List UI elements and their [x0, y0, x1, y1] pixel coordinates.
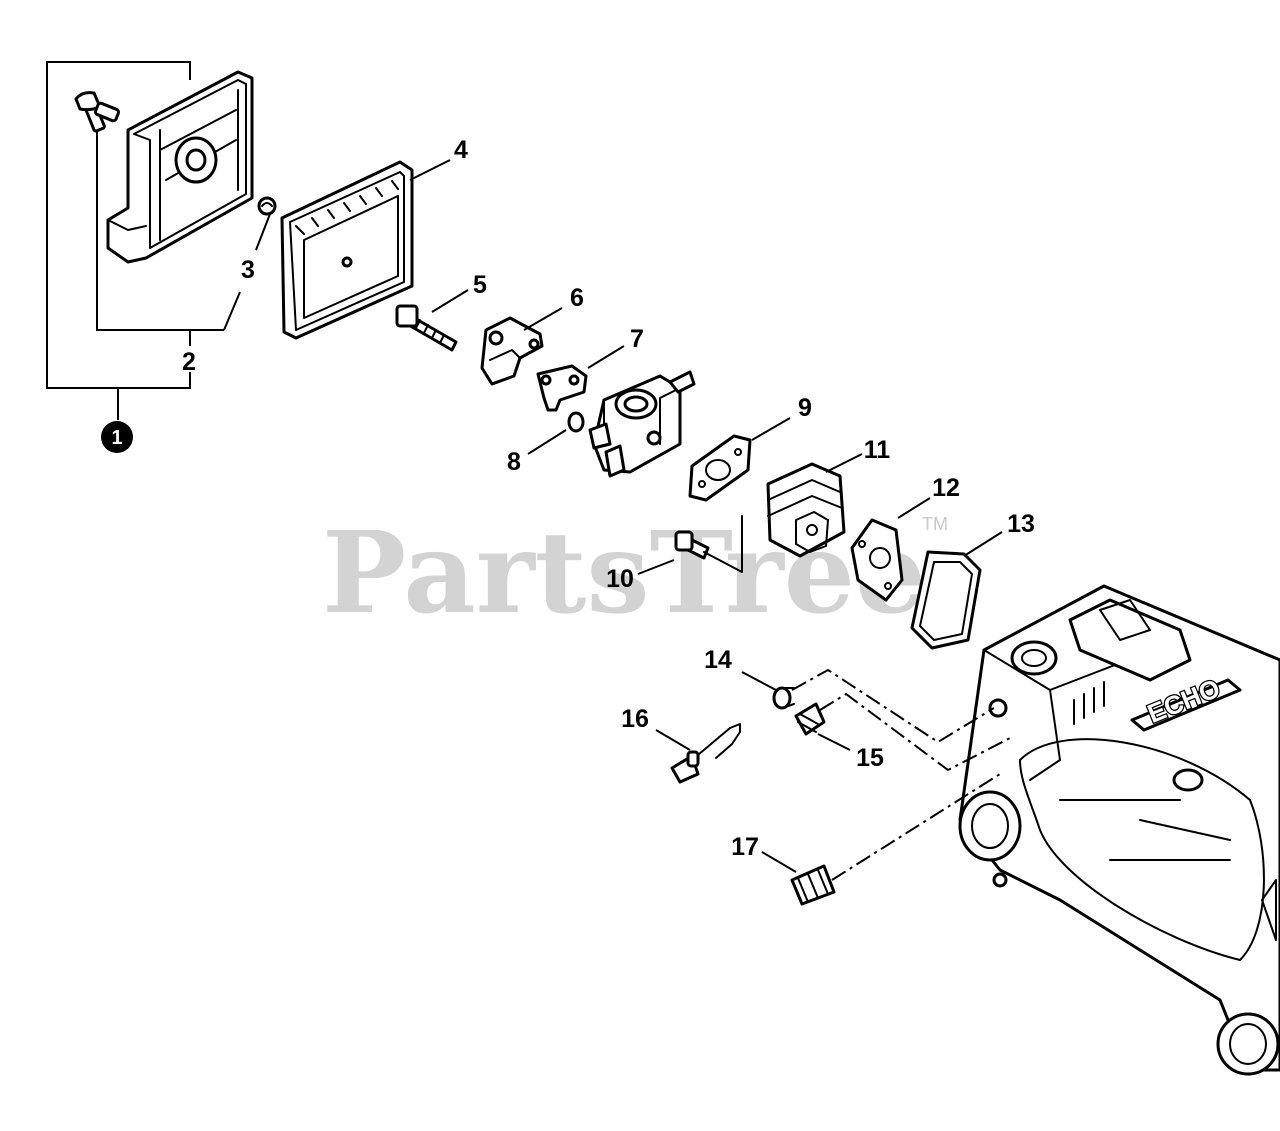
callout-17[interactable]: 17 [731, 833, 759, 861]
callout-10[interactable]: 10 [606, 565, 634, 593]
bracket[interactable] [480, 316, 544, 386]
callout-12[interactable]: 12 [932, 474, 960, 502]
callouts: 1 2 3 4 5 6 7 8 9 10 11 12 13 14 15 16 1… [101, 136, 1035, 861]
primer[interactable] [670, 723, 741, 784]
insulator[interactable] [766, 462, 846, 558]
leader-10-bracket [703, 515, 743, 573]
callout-15[interactable]: 15 [856, 744, 884, 772]
plug-15[interactable] [794, 702, 826, 736]
screw-10[interactable] [674, 530, 710, 560]
clip[interactable] [257, 196, 277, 216]
seal[interactable] [910, 550, 982, 650]
callout-8[interactable]: 8 [507, 448, 521, 476]
callout-13[interactable]: 13 [1007, 510, 1035, 538]
o-ring[interactable] [567, 411, 585, 433]
callout-14[interactable]: 14 [704, 646, 732, 674]
callout-16[interactable]: 16 [621, 705, 649, 733]
air-filter[interactable] [280, 160, 414, 340]
callout-6[interactable]: 6 [570, 284, 584, 312]
assembly-badge[interactable] [101, 421, 133, 453]
leader-lines [223, 159, 1003, 873]
crankcase[interactable]: ECHO [958, 584, 1280, 1076]
assembly-badge-label: 1 [111, 427, 122, 449]
carburetor[interactable] [588, 370, 696, 478]
plate[interactable] [536, 364, 588, 412]
callout-7[interactable]: 7 [630, 325, 644, 353]
callout-2[interactable]: 2 [182, 348, 196, 376]
cover-screw[interactable] [74, 91, 121, 133]
callout-11[interactable]: 11 [864, 436, 891, 464]
callout-9[interactable]: 9 [798, 394, 812, 422]
air-filter-cover[interactable] [106, 70, 254, 264]
plug-17[interactable] [790, 864, 836, 906]
watermark-tm: TM [922, 514, 948, 534]
alignment-lines [791, 668, 1015, 881]
callout-3[interactable]: 3 [241, 256, 255, 284]
assembly-brackets [46, 61, 224, 420]
callout-5[interactable]: 5 [473, 271, 487, 299]
gasket[interactable] [688, 434, 752, 502]
watermark: PartsTree TM [322, 508, 948, 639]
bolt[interactable] [395, 304, 458, 352]
gasket-12[interactable] [850, 518, 904, 602]
plug-14[interactable] [772, 686, 795, 710]
callout-4[interactable]: 4 [454, 136, 468, 164]
